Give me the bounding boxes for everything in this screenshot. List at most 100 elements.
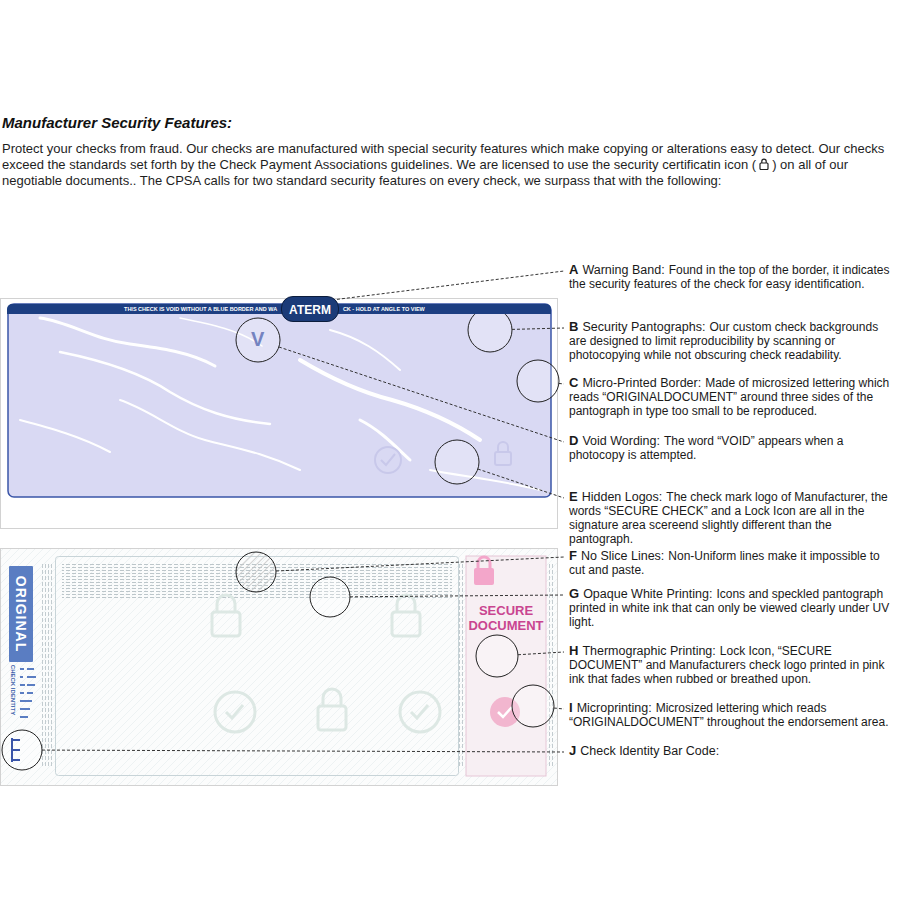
identity-bar-code xyxy=(27,708,30,710)
lock-icon xyxy=(760,163,768,170)
opaque-white-icon xyxy=(323,689,341,706)
hidden-logo xyxy=(375,447,401,473)
thermographic-strip xyxy=(478,557,490,568)
callout-circle xyxy=(236,318,280,362)
callout-text: AWarning Band:Found in the top of the bo… xyxy=(569,263,895,291)
pantograph-streak xyxy=(360,420,410,460)
opaque-white-icon xyxy=(397,595,415,612)
callout-heading: Hidden Logos: xyxy=(582,490,663,504)
lock-icon xyxy=(762,159,766,163)
check-back xyxy=(40,562,52,768)
callout-letter: C xyxy=(569,375,578,390)
callout-circle xyxy=(2,308,559,770)
callout-circle xyxy=(512,685,554,727)
callout-heading: Void Wording: xyxy=(582,434,660,448)
hidden-logo xyxy=(495,452,511,465)
identity-bar-code xyxy=(27,668,34,670)
identity-bar-code xyxy=(20,668,36,718)
watermark-text: ATERM xyxy=(289,303,331,317)
opaque-white-icon xyxy=(212,612,240,636)
callout-circle xyxy=(310,577,350,617)
callout-letter: J xyxy=(569,743,576,758)
leader-line xyxy=(42,271,564,752)
callout-circle xyxy=(468,308,512,352)
callout-heading: No Slice Lines: xyxy=(581,549,664,563)
leader-line xyxy=(42,750,564,752)
bar-code-detail xyxy=(12,738,20,762)
callout-text: HThermographic Printing:Lock Icon, “SECU… xyxy=(569,644,895,686)
identity-bar-code xyxy=(20,692,24,694)
leader-line xyxy=(332,271,564,300)
secure-document-text: SECURE DOCUMENT xyxy=(468,603,544,633)
opaque-white-icon xyxy=(215,692,255,732)
leader-line xyxy=(279,347,564,442)
opaque-white-icon xyxy=(411,705,428,718)
callout-letter: A xyxy=(569,262,578,277)
identity-bar-code xyxy=(20,668,24,670)
thermographic-strip xyxy=(466,556,546,776)
callout-heading: Check Identity Bar Code: xyxy=(580,744,719,758)
check-back xyxy=(547,562,553,768)
warning-text: THIS CHECK IS VOID WITHOUT A BLUE BORDER… xyxy=(124,306,277,312)
warning-text: CK - HOLD AT ANGLE TO VIEW xyxy=(343,306,425,312)
page-title: Manufacturer Security Features: xyxy=(2,114,232,131)
callout-heading: Micro-Printed Border: xyxy=(582,376,701,390)
callout-heading: Security Pantographs: xyxy=(582,320,705,334)
pantograph-streak xyxy=(40,318,215,366)
callout-text: IMicroprinting:Microsized lettering whic… xyxy=(569,701,895,729)
callout-heading: Microprinting: xyxy=(577,701,652,715)
check-front xyxy=(8,304,551,497)
callout-letter: F xyxy=(569,548,577,563)
callout-heading: Opaque White Printing: xyxy=(583,587,712,601)
check-back xyxy=(458,562,464,768)
callout-letter: E xyxy=(569,489,578,504)
opaque-white-icon xyxy=(318,706,346,730)
original-text: ORIGINAL xyxy=(14,576,28,652)
opaque-white-icon xyxy=(217,595,235,612)
hidden-logo xyxy=(498,442,508,452)
leader-line xyxy=(276,557,564,571)
identity-bar-code xyxy=(27,700,32,702)
original-band: ORIGINAL xyxy=(9,566,33,662)
intro-paragraph: Protect your checks from fraud. Our chec… xyxy=(2,141,896,189)
callout-letter: B xyxy=(569,319,578,334)
thermographic-strip xyxy=(498,707,512,717)
pantograph-streak xyxy=(20,420,110,452)
callout-text: EHidden Logos:The check mark logo of Man… xyxy=(569,490,895,546)
callout-circle xyxy=(517,360,559,402)
identity-bar-code xyxy=(20,708,27,710)
pantograph-streak xyxy=(20,318,540,490)
leader-line xyxy=(559,383,564,385)
leader-line xyxy=(554,708,564,710)
pantograph-streak xyxy=(300,360,480,440)
callout-letter: G xyxy=(569,586,579,601)
opaque-white-icon xyxy=(392,612,420,636)
callout-text: CMicro-Printed Border:Made of microsized… xyxy=(569,376,895,418)
warning-band: THIS CHECK IS VOID WITHOUT A BLUE BORDER… xyxy=(7,304,551,314)
callout-text: BSecurity Pantographs:Our custom check b… xyxy=(569,320,895,362)
callout-circle xyxy=(2,730,42,770)
pantograph-streak xyxy=(330,330,400,370)
callout-heading: Thermographic Printing: xyxy=(582,644,715,658)
check-back xyxy=(1,549,557,785)
callout-letter: I xyxy=(569,700,573,715)
callout-circle xyxy=(435,440,479,484)
check-identity-text: CHECK IDENTITY xyxy=(10,665,17,715)
check-front xyxy=(1,299,558,529)
identity-bar-code xyxy=(20,676,23,678)
leader-line xyxy=(512,328,564,329)
leader-line xyxy=(518,652,564,655)
check-front xyxy=(1,299,558,529)
intro-text: Protect your checks from fraud. Our chec… xyxy=(2,141,884,172)
opaque-white-icon xyxy=(226,705,243,718)
thermographic-strip xyxy=(466,556,546,776)
callout-letter: H xyxy=(569,643,578,658)
callout-letter: D xyxy=(569,433,578,448)
callout-circle xyxy=(236,552,276,592)
leader-line xyxy=(350,595,564,597)
callout-text: J Check Identity Bar Code: xyxy=(569,744,895,758)
thermographic-strip xyxy=(474,568,494,585)
leader-line xyxy=(478,469,564,498)
pantograph-streak xyxy=(60,352,270,424)
